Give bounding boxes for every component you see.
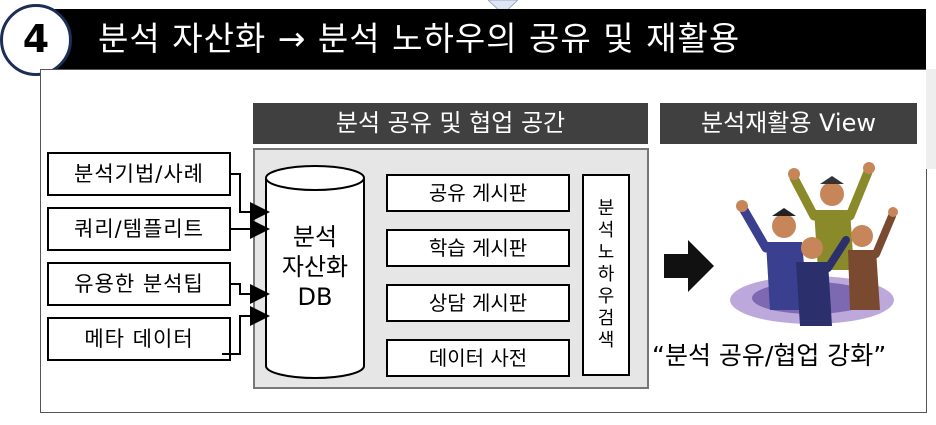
left-item-analysis-cases: 분석기법/사례	[47, 152, 231, 196]
page-title: 분석 자산화 → 분석 노하우의 공유 및 재활용	[98, 19, 741, 58]
db-label-line-1: 분석	[292, 223, 338, 251]
left-item-metadata: 메타 데이터	[47, 317, 231, 361]
side-strip	[926, 69, 936, 169]
database-cylinder-icon	[265, 165, 365, 379]
left-item-analysis-tips: 유용한 분석팁	[47, 262, 231, 306]
board-data-dictionary: 데이터 사전	[386, 339, 570, 377]
db-label-line-2: 자산화	[281, 253, 349, 281]
title-bar: 분석 자산화 → 분석 노하우의 공유 및 재활용	[38, 9, 926, 69]
search-char: 석	[597, 220, 615, 241]
right-arrow-icon	[664, 240, 714, 292]
board-consulting: 상담 게시판	[386, 284, 570, 322]
search-char: 우	[597, 286, 615, 307]
db-label: 분석 자산화 DB	[266, 222, 364, 312]
board-learning: 학습 게시판	[386, 229, 570, 267]
corner-decoration	[488, 0, 518, 14]
db-label-line-3: DB	[297, 283, 333, 311]
search-char: 하	[597, 264, 615, 285]
collab-space-label: 분석 공유 및 협업 공간	[253, 103, 648, 144]
reuse-caption: “분석 공유/협업 강화”	[652, 341, 887, 370]
left-item-query-templates: 쿼리/템플리트	[47, 207, 231, 251]
search-char: 노	[597, 242, 615, 263]
search-char: 색	[597, 330, 615, 351]
reuse-view-label: 분석재활용 View	[660, 103, 917, 144]
celebrating-people-illustration	[730, 162, 898, 326]
board-share: 공유 게시판	[386, 174, 570, 212]
search-char: 검	[597, 308, 615, 329]
knowhow-search-box: 분 석 노 하 우 검 색	[582, 174, 630, 376]
step-number-badge: 4	[0, 4, 72, 76]
search-char: 분	[597, 198, 615, 219]
